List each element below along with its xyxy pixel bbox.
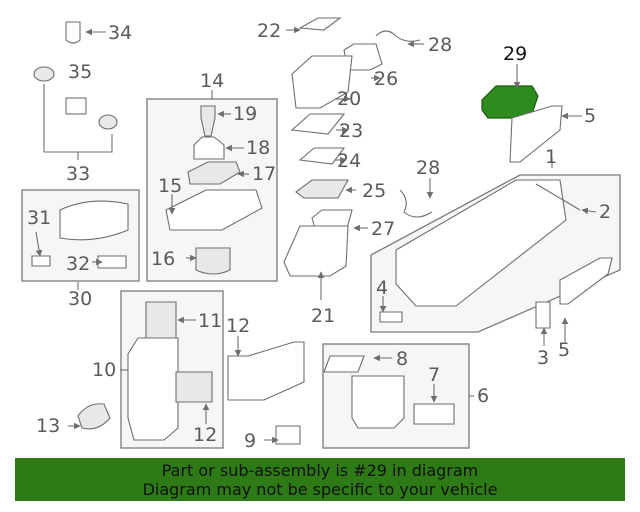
label-29: 29 — [503, 43, 527, 65]
label-6: 6 — [477, 385, 489, 407]
label-1: 1 — [545, 146, 557, 168]
label-16: 16 — [151, 248, 175, 270]
label-18: 18 — [246, 137, 270, 159]
label-5-bottom: 5 — [558, 339, 570, 361]
part-22-pad — [298, 17, 342, 31]
label-25: 25 — [362, 180, 386, 202]
part-5-upper — [509, 105, 563, 163]
label-32: 32 — [66, 253, 90, 275]
part-31-hinge — [31, 255, 51, 267]
label-31: 31 — [27, 207, 51, 229]
label-28-mid: 28 — [416, 157, 440, 179]
part-15-tray — [165, 189, 263, 231]
callout-labels: 34 35 33 14 19 18 17 15 16 31 32 30 22 2… — [27, 20, 611, 452]
label-9: 9 — [244, 430, 256, 452]
part-2-strip — [535, 183, 581, 211]
label-34: 34 — [108, 22, 132, 44]
part-28-wire-top — [375, 30, 421, 42]
part-9-bracket — [275, 425, 301, 445]
part-25-trim — [295, 179, 349, 199]
part-20-bin — [291, 55, 353, 109]
label-30: 30 — [68, 288, 92, 310]
label-15: 15 — [158, 175, 182, 197]
part-23-mat — [290, 113, 346, 135]
banner-line-2: Diagram may not be specific to your vehi… — [142, 480, 498, 499]
part-3-clip — [535, 301, 551, 329]
label-28-top: 28 — [428, 34, 452, 56]
part-32-latch — [97, 255, 127, 269]
label-19: 19 — [233, 103, 257, 125]
part-12-duct — [227, 341, 305, 401]
part-10-panel — [127, 337, 179, 441]
label-8: 8 — [396, 348, 408, 370]
leader-lines — [35, 26, 597, 444]
label-3: 3 — [537, 347, 549, 369]
label-10: 10 — [92, 359, 116, 381]
part-13-socket — [77, 403, 111, 430]
info-banner: Part or sub-assembly is #29 in diagram D… — [15, 458, 625, 501]
label-14: 14 — [200, 70, 224, 92]
label-33: 33 — [66, 163, 90, 185]
part-19-knob — [200, 105, 216, 137]
label-7: 7 — [428, 364, 440, 386]
banner-line-1: Part or sub-assembly is #29 in diagram — [161, 461, 479, 480]
label-24: 24 — [337, 150, 361, 172]
part-12-switch — [175, 371, 213, 403]
label-4: 4 — [376, 277, 388, 299]
part-11-vent — [145, 301, 177, 339]
label-2: 2 — [599, 201, 611, 223]
part-5-lower — [559, 257, 613, 305]
label-12-duct: 12 — [226, 315, 250, 337]
part-16-cupholder — [195, 247, 231, 275]
label-26: 26 — [374, 68, 398, 90]
part-24-mat — [298, 147, 346, 165]
part-6-bin — [351, 375, 405, 429]
part-8-pad — [323, 355, 365, 373]
label-5-top: 5 — [584, 105, 596, 127]
part-34-cap — [65, 21, 81, 44]
part-28-wire-mid — [399, 189, 433, 218]
label-11: 11 — [198, 310, 222, 332]
part-4-bracket — [379, 311, 403, 323]
part-7-tray — [413, 403, 455, 425]
label-27: 27 — [371, 218, 395, 240]
label-21: 21 — [311, 305, 335, 327]
label-35: 35 — [68, 61, 92, 83]
part-35-sockets — [33, 66, 118, 130]
label-20: 20 — [337, 88, 361, 110]
label-13: 13 — [36, 415, 60, 437]
label-23: 23 — [339, 120, 363, 142]
part-18-boot — [193, 136, 225, 160]
label-22: 22 — [257, 20, 281, 42]
part-1-console — [395, 179, 567, 307]
label-17: 17 — [252, 163, 276, 185]
label-12-box: 12 — [193, 424, 217, 446]
part-21-tray — [283, 225, 349, 277]
part-30-armrest — [59, 200, 129, 241]
